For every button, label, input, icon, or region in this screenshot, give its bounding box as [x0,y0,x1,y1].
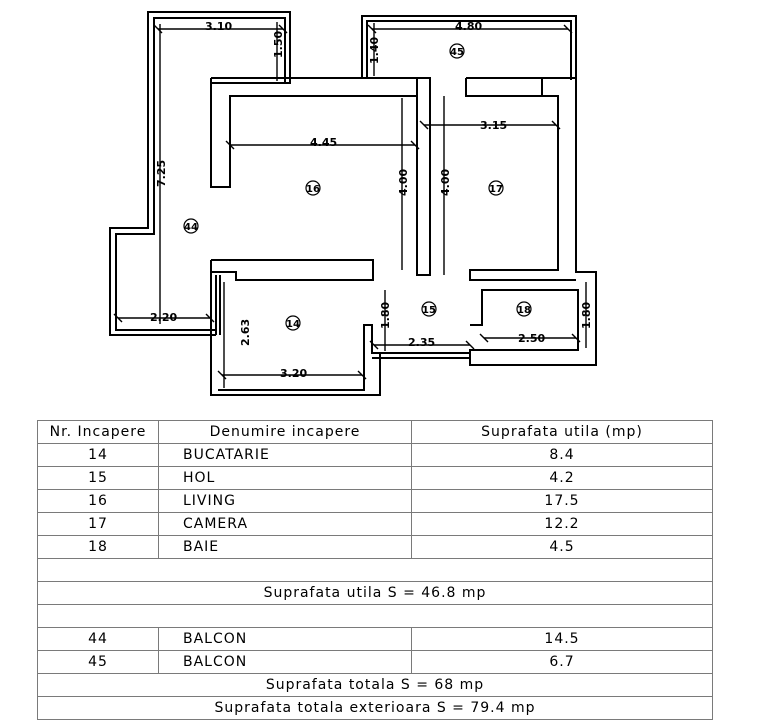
room-marker-16: 16 [305,180,321,196]
table-row: 15 HOL 4.2 [37,466,713,490]
dim-label: 4.00 [397,169,410,196]
balcony-area: 14.5 [411,627,713,651]
header-name: Denumire incapere [158,420,412,444]
svg-text:18: 18 [517,305,531,316]
balcony-name: BALCON [158,650,412,674]
total-area: Suprafata totala S = 68 mp [37,673,713,697]
room-marker-18: 18 [516,301,532,317]
room-area: 17.5 [411,489,713,513]
dim-label: 1.80 [379,302,392,329]
blank-row [37,604,713,628]
table-header-row: Nr. Incapere Denumire incapere Suprafata… [37,420,713,444]
svg-text:45: 45 [450,47,464,58]
room-nr: 15 [37,466,159,490]
balcony-44-walls [109,11,291,336]
dim-label: 7.25 [155,160,168,187]
room-marker-17: 17 [488,180,504,196]
dimension-lines [118,22,587,388]
useful-total: Suprafata utila S = 46.8 mp [37,581,713,605]
total-exterior-area: Suprafata totala exterioara S = 79.4 mp [37,696,713,720]
svg-text:44: 44 [184,222,198,233]
room-name: LIVING [158,489,412,513]
room-nr: 17 [37,512,159,536]
dim-label: 4.00 [439,169,452,196]
room-area: 12.2 [411,512,713,536]
table-row: 16 LIVING 17.5 [37,489,713,513]
room-area: 4.5 [411,535,713,559]
room-area-table: Nr. Incapere Denumire incapere Suprafata… [37,420,713,720]
room-name: HOL [158,466,412,490]
room-area: 4.2 [411,466,713,490]
dim-label: 3.15 [480,119,507,132]
useful-total-row: Suprafata utila S = 46.8 mp [37,581,713,605]
balcony-nr: 45 [37,650,159,674]
blank-row [37,558,713,582]
dim-label: 2.20 [150,311,177,324]
balcony-area: 6.7 [411,650,713,674]
table-row: 17 CAMERA 12.2 [37,512,713,536]
total-exterior-row: Suprafata totala exterioara S = 79.4 mp [37,696,713,720]
table-row: 14 BUCATARIE 8.4 [37,443,713,467]
svg-text:14: 14 [286,319,300,330]
header-area: Suprafata utila (mp) [411,420,713,444]
table-row: 44 BALCON 14.5 [37,627,713,651]
dim-label: 3.10 [205,20,232,33]
dimension-ticks [113,24,581,380]
room-nr: 16 [37,489,159,513]
svg-text:15: 15 [422,305,436,316]
dim-label: 4.45 [310,136,337,149]
room-nr: 18 [37,535,159,559]
dim-label: 2.50 [518,332,545,345]
balcony-name: BALCON [158,627,412,651]
dimension-labels: 3.10 1.50 4.80 1.40 7.25 4.45 4.00 4.00 … [150,20,593,380]
svg-text:16: 16 [306,184,320,195]
table-row: 18 BAIE 4.5 [37,535,713,559]
room-marker-14: 14 [285,315,301,331]
dim-label: 1.40 [368,37,381,64]
dim-label: 2.63 [239,319,252,346]
dim-label: 1.50 [272,31,285,58]
balcony-nr: 44 [37,627,159,651]
room-marker-45: 45 [449,43,465,59]
total-row: Suprafata totala S = 68 mp [37,673,713,697]
room-name: BUCATARIE [158,443,412,467]
svg-text:17: 17 [489,184,503,195]
table-row: 45 BALCON 6.7 [37,650,713,674]
room-area: 8.4 [411,443,713,467]
dim-label: 4.80 [455,20,482,33]
floor-plan: 3.10 1.50 4.80 1.40 7.25 4.45 4.00 4.00 … [109,11,597,396]
apartment-walls [210,77,597,396]
room-nr: 14 [37,443,159,467]
dim-label: 2.35 [408,336,435,349]
dim-label: 1.80 [580,302,593,329]
dim-label: 3.20 [280,367,307,380]
room-marker-44: 44 [183,218,199,234]
room-marker-15: 15 [421,301,437,317]
balcony-45-walls [361,15,577,85]
room-markers: 44 45 16 17 14 15 18 [183,43,532,331]
header-nr: Nr. Incapere [37,420,159,444]
room-name: BAIE [158,535,412,559]
room-name: CAMERA [158,512,412,536]
